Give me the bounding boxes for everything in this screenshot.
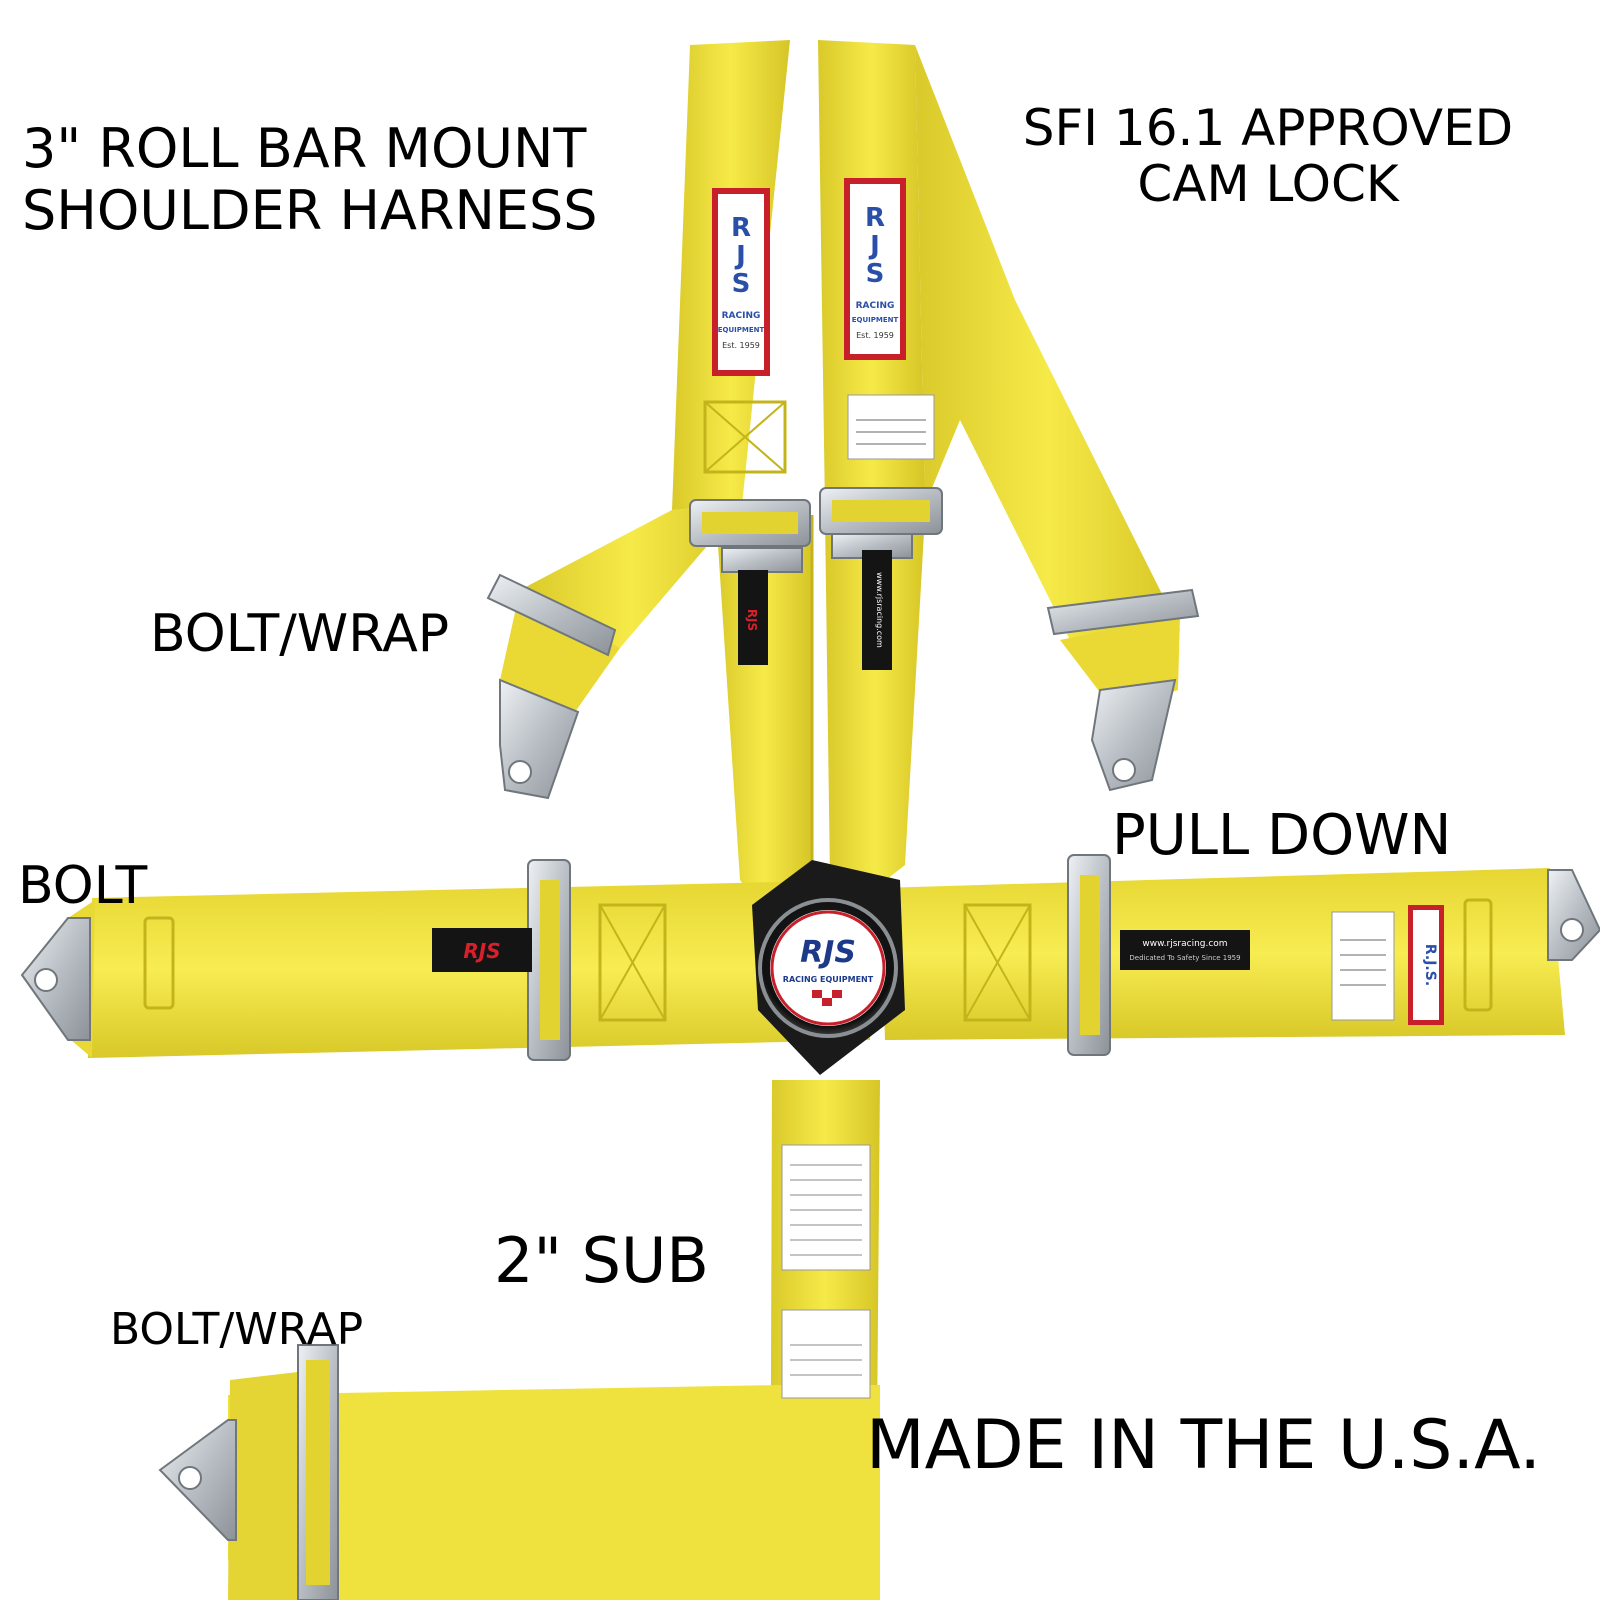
- shoulder-straps-lower: RJS www.rjsracing.com: [689, 487, 943, 920]
- svg-text:RJS: RJS: [800, 935, 856, 970]
- rjs-lap-patch: R.J.S.: [1408, 905, 1444, 1025]
- made-in-usa-label: MADE IN THE U.S.A.: [866, 1406, 1542, 1485]
- right-lap-belt: www.rjsracing.com Dedicated To Safety Si…: [880, 854, 1600, 1056]
- right-shoulder-webbing-outer: [915, 45, 1180, 660]
- svg-text:RACING: RACING: [722, 311, 761, 321]
- rjs-shoulder-patch-right: R J S RACING EQUIPMENT Est. 1959: [844, 178, 906, 360]
- left-shoulder-belt: R J S RACING EQUIPMENT Est. 1959: [486, 40, 790, 800]
- svg-text:Dedicated To Safety Since 1959: Dedicated To Safety Since 1959: [1129, 954, 1240, 962]
- cam-adjuster-icon: [819, 487, 943, 535]
- svg-text:S: S: [732, 269, 751, 299]
- sfi-spec-tag: [847, 394, 935, 460]
- cam-adjuster-icon: [1067, 854, 1111, 1056]
- cam-adjuster-icon: [1046, 588, 1200, 636]
- svg-text:RJS: RJS: [745, 609, 759, 631]
- svg-text:RACING: RACING: [856, 301, 895, 311]
- sfi-approved-label: SFI 16.1 APPROVED CAM LOCK: [1008, 100, 1528, 212]
- svg-text:J: J: [868, 231, 880, 261]
- svg-text:RACING EQUIPMENT: RACING EQUIPMENT: [783, 975, 874, 984]
- bolt-label: BOLT: [18, 856, 148, 916]
- bolt-mount-tab-icon: [1547, 869, 1600, 961]
- bolt-mount-tab-icon: [158, 1419, 237, 1541]
- left-shoulder-webbing-end: [500, 590, 620, 712]
- svg-text:RJS: RJS: [463, 939, 500, 963]
- svg-text:Est. 1959: Est. 1959: [722, 341, 760, 350]
- shoulder-harness-label: 3" ROLL BAR MOUNT SHOULDER HARNESS: [22, 117, 598, 243]
- svg-text:S: S: [866, 259, 885, 289]
- stitch-box: [703, 400, 787, 474]
- sub-belt: [158, 1080, 880, 1600]
- cam-adjuster-icon: [527, 859, 571, 1061]
- bolt-wrap-top-label: BOLT/WRAP: [150, 604, 450, 664]
- bolt-mount-tab-icon: [499, 678, 580, 800]
- right-shoulder-belt: R J S RACING EQUIPMENT Est. 1959: [818, 40, 1200, 792]
- svg-text:www.rjsracing.com: www.rjsracing.com: [875, 572, 884, 648]
- website-pull-tab: www.rjsracing.com: [862, 550, 892, 670]
- cam-adjuster-icon: [486, 573, 617, 657]
- svg-text:EQUIPMENT: EQUIPMENT: [852, 316, 899, 324]
- svg-text:R: R: [731, 213, 751, 243]
- pull-down-label: PULL DOWN: [1112, 803, 1452, 868]
- sub-label: 2" SUB: [494, 1224, 709, 1297]
- rjs-pull-tab: RJS: [738, 570, 768, 665]
- sfi-spec-tag: [781, 1309, 871, 1399]
- left-lap-belt: RJS: [20, 859, 870, 1061]
- svg-text:J: J: [734, 241, 746, 271]
- cam-adjuster-icon: [689, 499, 811, 547]
- sfi-approved-label-line-2: CAM LOCK: [1137, 155, 1399, 213]
- rjs-pull-tab: RJS: [432, 928, 532, 972]
- svg-text:Est. 1959: Est. 1959: [856, 331, 894, 340]
- bolt-mount-tab-icon: [20, 917, 91, 1041]
- svg-text:EQUIPMENT: EQUIPMENT: [718, 326, 765, 334]
- cam-adjuster-icon: [297, 1344, 339, 1600]
- svg-text:www.rjsracing.com: www.rjsracing.com: [1142, 939, 1227, 949]
- shoulder-harness-label-line-1: 3" ROLL BAR MOUNT: [22, 117, 587, 180]
- svg-text:R.J.S.: R.J.S.: [1422, 944, 1438, 986]
- bolt-wrap-bottom-label: BOLT/WRAP: [110, 1304, 364, 1355]
- sfi-approved-label-line-1: SFI 16.1 APPROVED: [1022, 99, 1514, 157]
- sfi-spec-tag: [1331, 911, 1395, 1021]
- website-pull-tab: www.rjsracing.com Dedicated To Safety Si…: [1120, 930, 1250, 970]
- cam-lock-buckle-icon: RJS RACING EQUIPMENT: [752, 860, 905, 1075]
- shoulder-harness-label-line-2: SHOULDER HARNESS: [22, 179, 598, 243]
- sfi-warning-tag: [781, 1144, 871, 1271]
- svg-text:R: R: [865, 203, 885, 233]
- rjs-shoulder-patch-left: R J S RACING EQUIPMENT Est. 1959: [712, 188, 770, 376]
- bolt-mount-tab-icon: [1090, 678, 1177, 792]
